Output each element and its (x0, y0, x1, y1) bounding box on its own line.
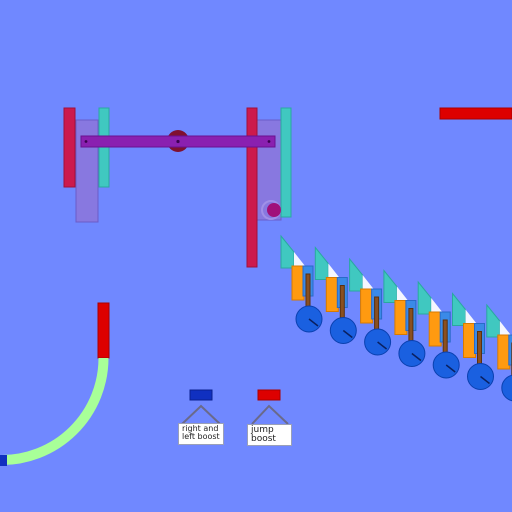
unit-white-wedge (499, 321, 511, 337)
unit-wheel-spoke (480, 375, 490, 385)
unit-wheel-spoke (342, 329, 353, 339)
jump-boost-pointer (251, 404, 289, 425)
left-frame-panel (75, 119, 99, 223)
unit-wheel-spoke (445, 364, 456, 373)
unit-orange-panel (291, 265, 305, 301)
crossbar-bolt-center (176, 139, 180, 144)
unit-white-wedge (362, 275, 374, 291)
crossbar (80, 130, 276, 152)
walker-unit (417, 280, 460, 379)
walker-unit (452, 292, 494, 390)
unit-orange-panel (325, 277, 339, 312)
unit-white-wedge (328, 263, 340, 280)
green-ramp-track (0, 357, 109, 466)
walker-unit (314, 246, 357, 344)
unit-orange-panel (497, 334, 511, 370)
unit-white-wedge (396, 286, 408, 303)
hinge-ball (267, 203, 281, 217)
red-platform (439, 107, 512, 120)
unit-orange-panel (394, 300, 408, 335)
unit-orange-panel (428, 311, 442, 347)
left-boost-pointer (181, 404, 221, 425)
unit-orange-panel (360, 288, 374, 324)
jump-boost-pad (251, 389, 289, 425)
right-frame-teal-post (280, 107, 292, 218)
left-boost-pad (181, 389, 221, 425)
unit-orange-panel (463, 323, 476, 358)
walker-unit (280, 234, 323, 333)
unit-blue-panel (508, 334, 512, 366)
ramp-red-post (97, 302, 110, 359)
ramp-blue-end (0, 455, 7, 466)
unit-wheel (501, 374, 512, 402)
right-frame-post (246, 107, 258, 268)
walker-machine (280, 234, 512, 402)
crossbar-bolt-left (84, 140, 88, 143)
jump-boost-label: jump boost (247, 424, 292, 446)
unit-white-wedge (465, 309, 477, 326)
walker-unit (349, 257, 392, 356)
unit-wheel-spoke (308, 318, 319, 327)
left-boost-label: right and left boost (178, 423, 224, 445)
crossbar-bolt-right (267, 140, 271, 143)
unit-white-wedge (431, 298, 443, 314)
left-frame-post (63, 107, 76, 188)
jump-boost-block (257, 389, 281, 401)
curved-ramp (0, 302, 110, 466)
right-frame (246, 107, 292, 268)
left-boost-block (189, 389, 213, 401)
walker-unit (383, 269, 426, 367)
unit-wheel-spoke (411, 352, 422, 362)
unit-wheel-spoke (377, 341, 388, 350)
unit-white-wedge (294, 252, 305, 268)
